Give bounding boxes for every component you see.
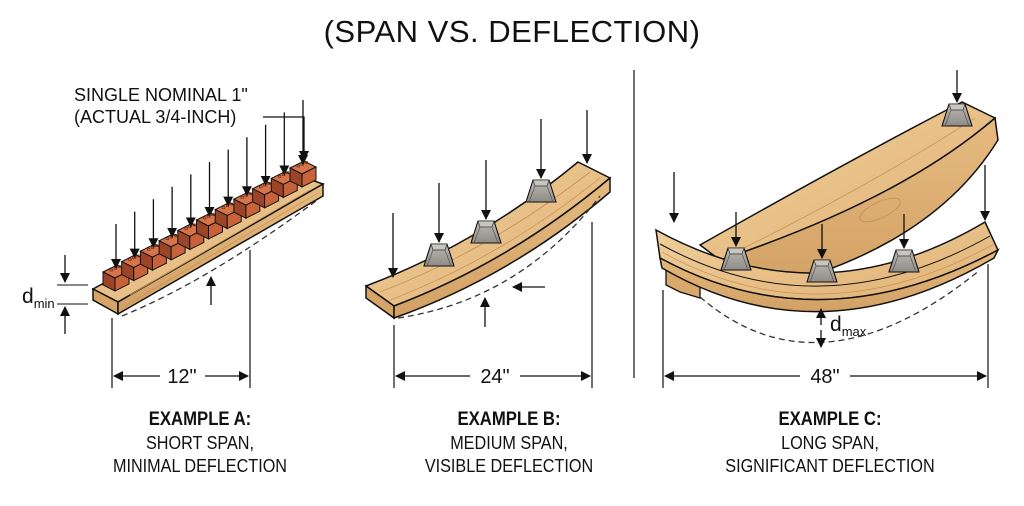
concrete-block xyxy=(888,249,920,273)
example-b-load-arrows xyxy=(388,110,592,278)
example-a-caption: EXAMPLE A: SHORT SPAN, MINIMAL DEFLECTIO… xyxy=(50,408,350,478)
example-c-span-dimension: 48" xyxy=(662,264,989,388)
concrete-block xyxy=(423,243,455,267)
example-c-figure: dmax 48" xyxy=(655,70,1000,388)
example-a-line1: SHORT SPAN, xyxy=(145,433,255,453)
example-a-dmin-label: dmin xyxy=(22,285,55,311)
example-a-line2: MINIMAL DEFLECTION xyxy=(112,456,288,476)
example-b-line2: VISIBLE DEFLECTION xyxy=(424,456,594,476)
example-c-blocks xyxy=(720,103,973,283)
concrete-block xyxy=(720,247,752,271)
example-a-heading: EXAMPLE A: xyxy=(148,409,252,430)
example-a-board xyxy=(91,175,325,316)
diagram-title: (SPAN VS. DEFLECTION) xyxy=(323,14,701,49)
example-c-dmax-dimension: dmax xyxy=(816,308,867,348)
example-b-line1: MEDIUM SPAN, xyxy=(450,433,568,453)
example-a-bricks xyxy=(101,160,318,292)
brick xyxy=(288,160,318,188)
example-a-deflection-curve xyxy=(121,197,321,317)
example-c-dmax-label: dmax xyxy=(830,313,867,339)
example-c-deflection-curve xyxy=(699,269,981,344)
example-c-heading: EXAMPLE C: xyxy=(778,409,882,430)
example-a-span-label: 12" xyxy=(167,366,196,388)
concrete-block xyxy=(941,103,973,127)
example-c-caption: EXAMPLE C: LONG SPAN, SIGNIFICANT DEFLEC… xyxy=(680,408,980,478)
example-a-span-dimension: 12" xyxy=(111,250,251,388)
example-c-line1: LONG SPAN, xyxy=(781,433,879,453)
example-a-figure: dmin 12" xyxy=(22,100,325,388)
material-label-line2: (ACTUAL 3/4-INCH) xyxy=(74,107,237,127)
example-b-caption: EXAMPLE B: MEDIUM SPAN, VISIBLE DEFLECTI… xyxy=(359,408,659,478)
concrete-block xyxy=(806,259,838,283)
example-c-line2: SIGNIFICANT DEFLECTION xyxy=(725,456,935,476)
example-c-load-arrows xyxy=(669,70,990,259)
example-c-span-label: 48" xyxy=(810,366,839,388)
example-a-dmin-dimension: dmin xyxy=(22,255,88,334)
example-b-heading: EXAMPLE B: xyxy=(457,409,561,430)
example-c-back-board xyxy=(698,101,999,291)
material-leader-line xyxy=(263,116,309,161)
material-label: SINGLE NOMINAL 1" (ACTUAL 3/4-INCH) xyxy=(74,84,248,128)
example-c-front-board xyxy=(655,220,1000,313)
concrete-block xyxy=(525,179,557,203)
example-b-figure: 24" xyxy=(364,110,612,388)
example-b-span-dimension: 24" xyxy=(393,222,593,388)
concrete-block xyxy=(470,220,502,244)
example-b-deflection-curve xyxy=(397,195,601,319)
example-a-load-arrows xyxy=(111,100,308,269)
material-label-line1: SINGLE NOMINAL 1" xyxy=(74,85,248,105)
example-b-blocks xyxy=(423,179,557,267)
example-b-span-label: 24" xyxy=(480,366,509,388)
